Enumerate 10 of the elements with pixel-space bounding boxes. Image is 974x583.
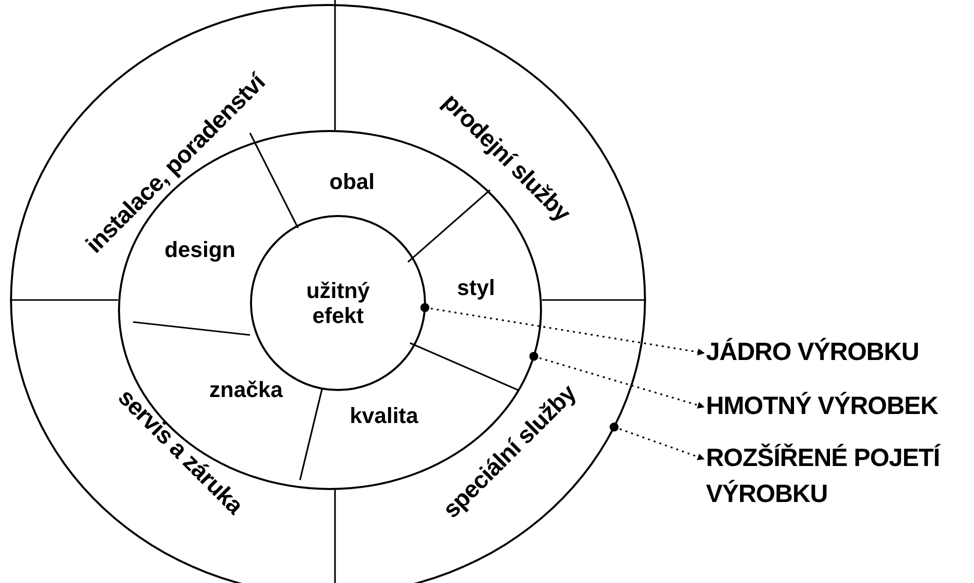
leader-line bbox=[529, 352, 705, 409]
ring-ellipse bbox=[10, 4, 646, 583]
leader-line bbox=[610, 422, 705, 460]
sector-label: obal bbox=[329, 169, 375, 195]
sector-label: styl bbox=[457, 275, 495, 301]
sector-label: kvalita bbox=[350, 403, 418, 429]
layer-label: JÁDRO VÝROBKU bbox=[706, 334, 968, 370]
layer-label: ROZŠÍŘENÉ POJETÍ VÝROBKU bbox=[706, 440, 968, 512]
layer-label: HMOTNÝ VÝROBEK bbox=[706, 388, 968, 424]
leader-line bbox=[420, 303, 705, 356]
